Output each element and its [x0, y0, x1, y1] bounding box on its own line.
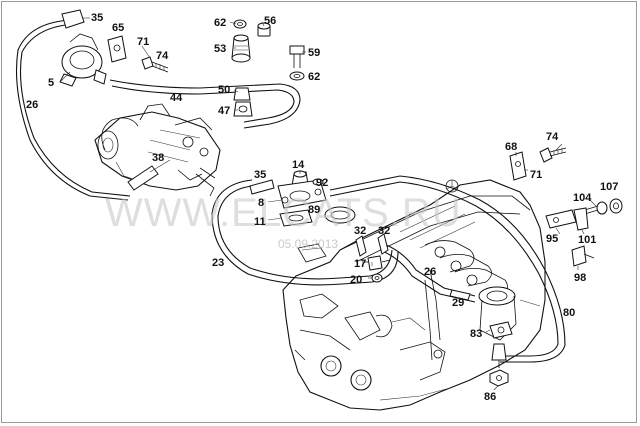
part-label: 95 [546, 233, 558, 245]
part-label: 8 [258, 197, 264, 209]
part-label: 107 [600, 181, 618, 193]
hose-piece-29 [449, 289, 471, 301]
part-label: 104 [573, 192, 592, 204]
part-label: 11 [254, 216, 266, 228]
part-label: 35 [91, 12, 103, 24]
part-label: 92 [316, 177, 328, 189]
part-label: 80 [563, 307, 575, 319]
fittings-50-47 [233, 87, 253, 117]
watermark: WWW.ELCATS.RU 05.09.2013 [105, 191, 462, 251]
watermark-date: 05.09.2013 [278, 237, 338, 251]
part-label: 86 [484, 391, 496, 403]
part-label: 62 [308, 71, 320, 83]
leader-lines [59, 17, 597, 391]
part-label: 65 [112, 22, 124, 34]
fittings-32 [355, 233, 389, 257]
clamp-83 [489, 321, 513, 339]
part-label: 38 [152, 152, 164, 164]
part-label: 5 [48, 77, 54, 89]
part-label: 68 [505, 141, 517, 153]
part-label: 26 [424, 266, 436, 278]
fittings-62-56-53 [231, 19, 271, 63]
part-label: 74 [156, 50, 169, 62]
part-label: 56 [264, 15, 276, 27]
part-label: 98 [574, 272, 586, 284]
part-label: 26 [26, 99, 38, 111]
part-label: 71 [137, 36, 149, 48]
part-label: 44 [170, 92, 183, 104]
part-labels: 35 65 71 74 5 26 44 62 56 53 59 62 50 47… [26, 12, 618, 403]
bolt-59-washer-62 [289, 45, 305, 81]
injection-pump [94, 103, 221, 197]
part-label: 101 [578, 234, 596, 246]
part-label: 59 [308, 47, 320, 59]
valve-86 [489, 343, 509, 387]
vacuum-valve-5 [59, 33, 107, 87]
bolt-104-107 [577, 198, 623, 217]
part-label: 23 [212, 257, 224, 269]
part-label: 83 [470, 328, 482, 340]
part-label: 14 [292, 159, 305, 171]
watermark-text: WWW.ELCATS.RU [105, 191, 462, 235]
part-label: 74 [546, 131, 559, 143]
part-label: 20 [350, 274, 362, 286]
engine-block [282, 179, 546, 411]
hose-end-35 [61, 9, 85, 29]
part-label: 32 [354, 225, 366, 237]
bracket-65 [107, 35, 127, 63]
part-label: 32 [378, 225, 390, 237]
part-label: 17 [354, 258, 366, 270]
bolt-71-74 [141, 56, 169, 73]
part-label: 47 [218, 105, 230, 117]
small-parts [59, 9, 623, 387]
bracket-95-101 [545, 207, 589, 231]
tee-fitting-17-20 [362, 255, 391, 283]
part-label: 35 [254, 169, 266, 181]
part-label: 71 [530, 169, 542, 181]
hose-piece-35 [249, 179, 275, 195]
part-label: 50 [218, 84, 230, 96]
part-label: 53 [214, 43, 226, 55]
part-label: 62 [214, 17, 226, 29]
bracket-98 [571, 245, 587, 267]
hoses [16, 19, 566, 363]
part-label: 89 [308, 204, 320, 216]
bracket-68 [509, 147, 567, 181]
part-label: 29 [452, 297, 464, 309]
valve-assembly-14 [277, 170, 327, 227]
